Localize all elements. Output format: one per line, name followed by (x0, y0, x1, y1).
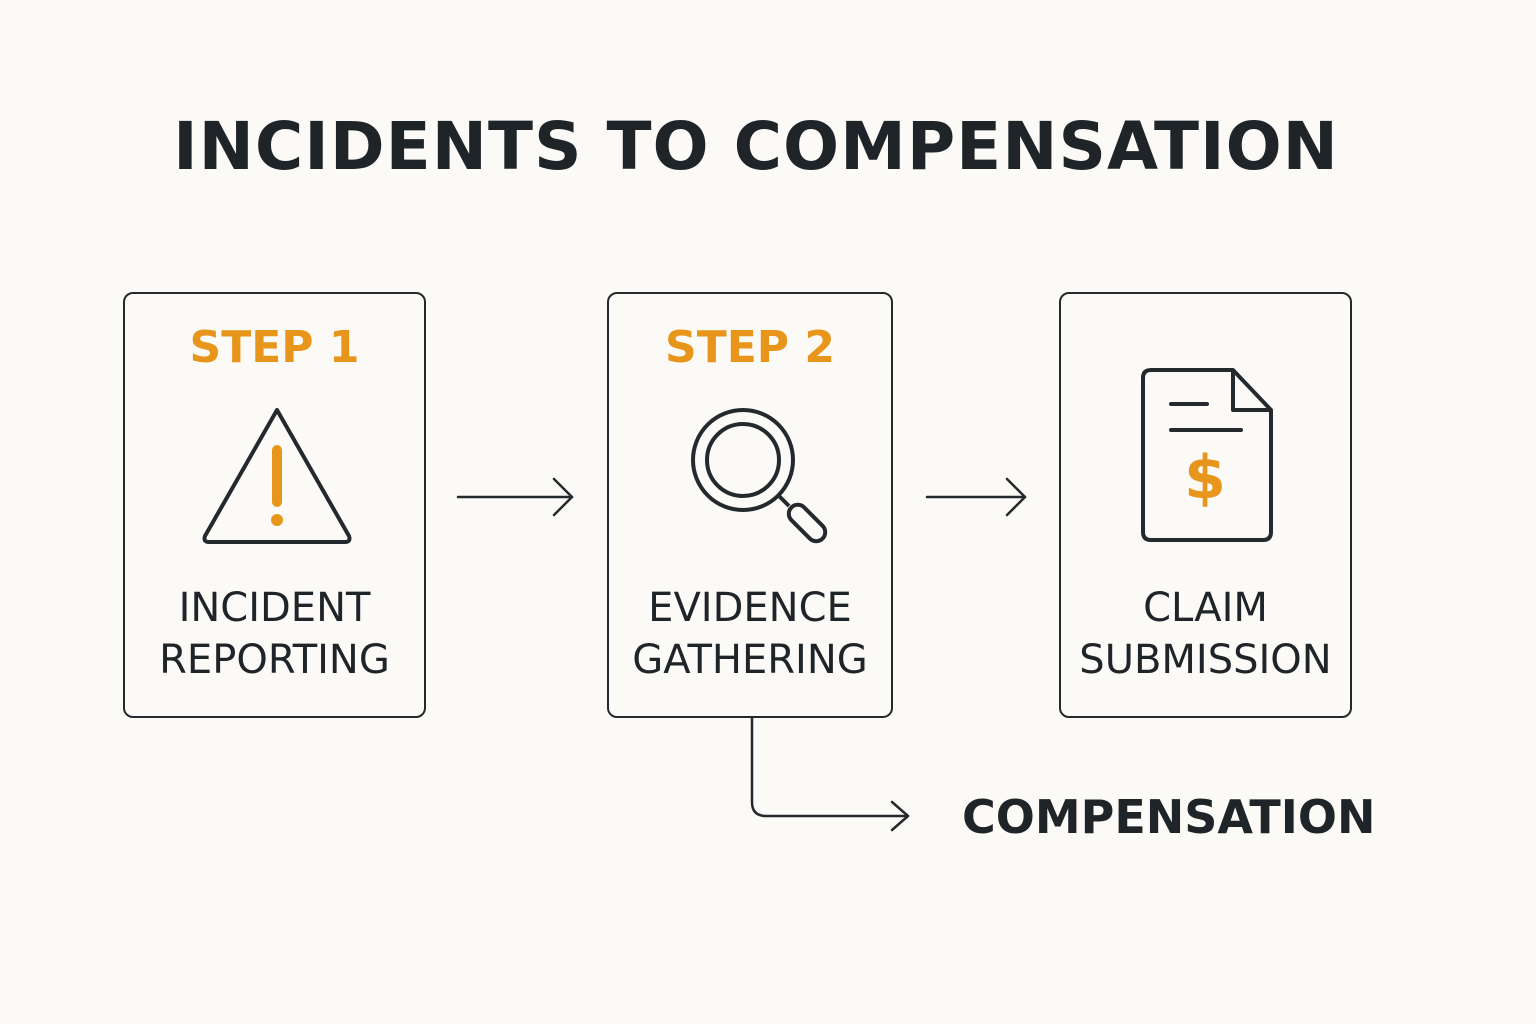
step-title-line2: SUBMISSION (1079, 637, 1332, 683)
step-title-line1: INCIDENT (178, 585, 371, 631)
step-title-line1: CLAIM (1143, 585, 1268, 631)
step-card-claim-submission: $ CLAIM SUBMISSION (1059, 292, 1352, 718)
connector-arrow-icon (750, 716, 910, 832)
outcome-label: COMPENSATION (962, 790, 1376, 844)
step-label: STEP 2 (665, 322, 835, 373)
warning-icon (202, 408, 352, 544)
step-title: EVIDENCE GATHERING (609, 582, 891, 686)
svg-text:$: $ (1184, 443, 1226, 513)
step-title-line2: REPORTING (159, 637, 390, 683)
step-title: INCIDENT REPORTING (125, 582, 424, 686)
step-card-evidence-gathering: STEP 2 EVIDENCE GATHERING (607, 292, 893, 718)
step-title-line2: GATHERING (632, 637, 868, 683)
step-title-line1: EVIDENCE (648, 585, 852, 631)
arrow-right-icon (925, 477, 1027, 517)
step-label: STEP 1 (189, 322, 360, 373)
magnifier-icon (691, 408, 828, 544)
step-card-incident-reporting: STEP 1 INCIDENT REPORTING (123, 292, 426, 718)
arrow-right-icon (456, 477, 574, 517)
diagram-title: INCIDENTS TO COMPENSATION (173, 108, 1339, 185)
step-title: CLAIM SUBMISSION (1061, 582, 1350, 686)
invoice-dollar-icon: $ (1141, 368, 1273, 542)
